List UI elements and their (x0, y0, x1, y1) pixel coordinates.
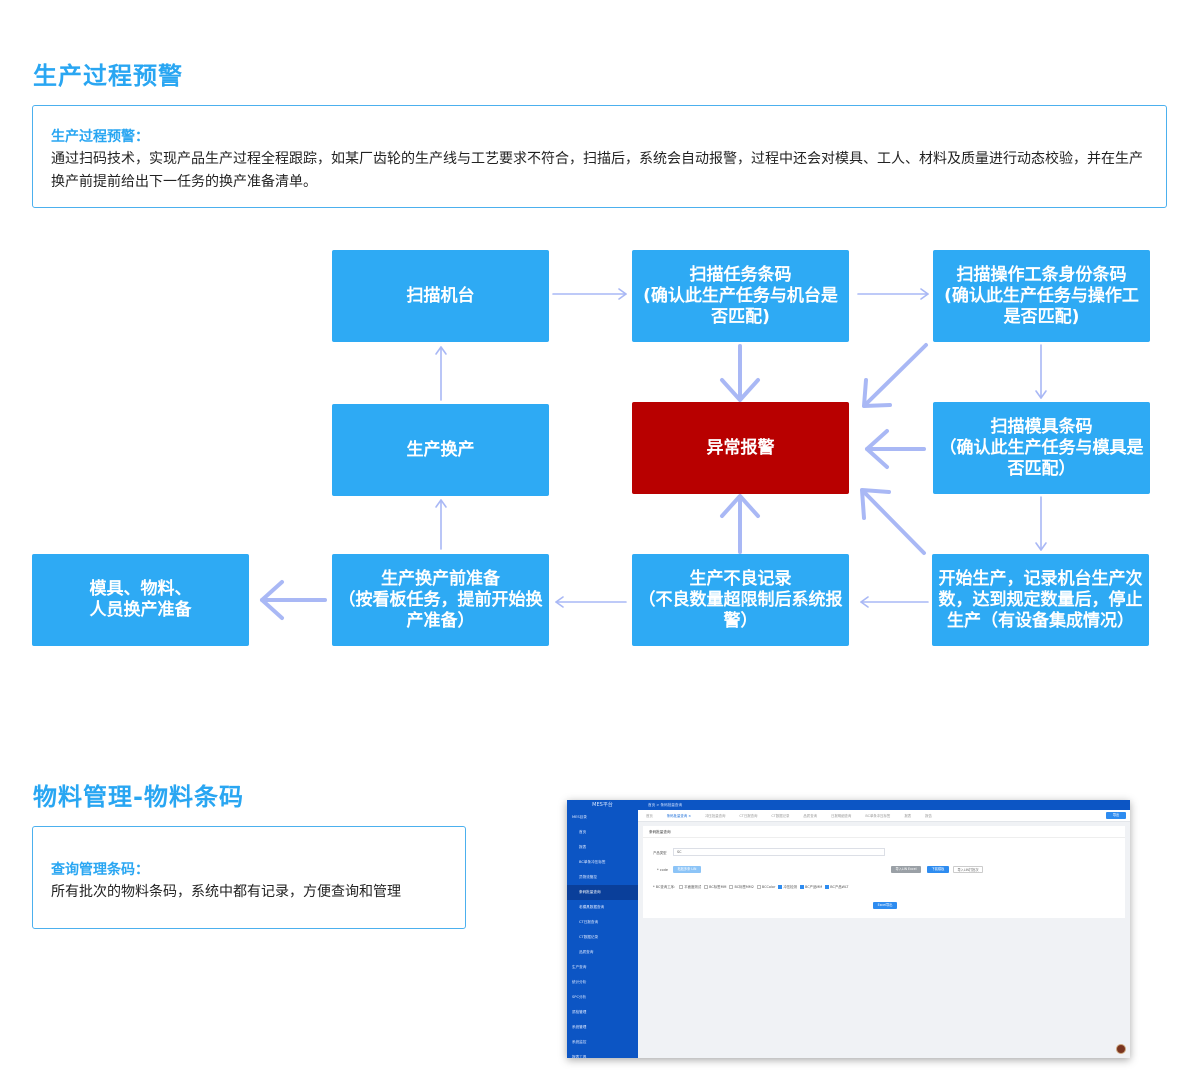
checkbox-icon[interactable] (825, 885, 830, 889)
material-info-heading: 查询管理条码： (51, 862, 149, 878)
checkbox-icon[interactable] (704, 885, 709, 889)
thick-arrows (260, 343, 928, 620)
mes-check-label: BC标签MM2 (734, 885, 754, 889)
mes-sidebar-item[interactable]: 老模具数据查询 (579, 905, 605, 909)
mes-checks-list: 平面度测试 BC标签MM BC标签MM2 BCColor 冲压检测 BC产品MM BC产品W… (676, 885, 848, 889)
mes-check-label: 冲压检测 (783, 885, 797, 889)
mes-paste-lin-button[interactable]: 粘贴多条 LIN (673, 866, 701, 873)
mes-tab[interactable]: 报告 (925, 814, 932, 818)
mes-sidebar-item[interactable]: 品质查询 (579, 950, 594, 954)
mes-tab[interactable]: 条码批量查询 × (666, 814, 692, 818)
mes-panel-title: 条码批量查询 (643, 826, 1125, 838)
node-start-production: 开始生产，记录机台生产次数，达到规定数量后，停止生产（有设备集成情况） (932, 554, 1149, 646)
mes-topbar: 首页 > 条码批量查询 (638, 800, 1130, 810)
mes-sidebar-list: MES目录首页报表 BC单条冲压标签员物流管控条码批量查询老模具数据查询 CT日报查… (567, 810, 638, 1058)
mes-check-option[interactable]: BC标签MM2 (726, 885, 754, 889)
mes-check-label: 平面度测试 (684, 885, 702, 889)
mes-check-option[interactable]: BC标签MM (701, 885, 726, 889)
node-scan-machine: 扫描机台 (332, 250, 549, 342)
mes-checks-label: * BC查询工序: (653, 885, 676, 889)
section-title-material: 物料管理-物料条码 (33, 783, 244, 811)
mes-sidebar-item[interactable]: 生产查询 (572, 965, 587, 969)
material-info-box: 查询管理条码： 所有批次的物料条码，系统中都有记录，方便查询和管理 (32, 826, 466, 929)
mes-export-button[interactable]: 导出 (1106, 812, 1126, 819)
node-alarm: 异常报警 (632, 402, 849, 494)
node-prep: 生产换产前准备 （按看板任务，提前开始换产准备） (332, 554, 549, 646)
checkbox-icon[interactable] (778, 885, 783, 889)
mes-logo: MES平台 (592, 802, 613, 808)
node-changeover: 生产换产 (332, 404, 549, 496)
arrow-start-to-alarm (862, 490, 926, 555)
mes-import-excel-button[interactable]: 导入LIN Excel (891, 866, 921, 873)
mes-download-template-button[interactable]: 下载模板 (927, 866, 949, 873)
mes-checks-row: * BC查询工序: 平面度测试 BC标签MM BC标签MM2 BCColor 冲压检测 B… (653, 884, 848, 889)
warning-info-box: 生产过程预警： 通过扫码技术，实现产品生产过程全程跟踪，如某厂齿轮的生产线与工艺… (32, 105, 1167, 208)
checkbox-icon[interactable] (799, 885, 804, 889)
mes-sidebar: MES平台 MES目录首页报表 BC单条冲压标签员物流管控条码批量查询老模具数据查… (567, 800, 638, 1058)
mes-check-label: BC产品WLT (830, 885, 849, 889)
mes-sidebar-item[interactable]: 报表 (579, 845, 587, 849)
node-mold-material: 模具、物料、 人员换产准备 (32, 554, 249, 646)
mes-tab[interactable]: 报表 (904, 814, 912, 818)
mes-query-panel: 条码批量查询 产品类型 SC * code 粘贴多条 LIN 导入LIN Exc… (643, 826, 1125, 918)
mes-check-option[interactable]: BCColor (754, 885, 776, 889)
mes-check-label: BC标签MM (709, 885, 727, 889)
mes-sidebar-item[interactable]: 首页 (579, 830, 587, 834)
flow-arrows (260, 288, 1047, 620)
mes-sidebar-item[interactable]: 质检管理 (572, 1010, 587, 1014)
mes-tab[interactable]: 日报明细查询 (830, 814, 852, 818)
mes-sidebar-item[interactable]: 系统监控 (572, 1040, 587, 1044)
mes-check-label: BCColor (761, 885, 776, 889)
mes-tab[interactable]: 首页 (646, 814, 653, 818)
mes-check-option[interactable]: 冲压检测 (775, 885, 797, 889)
mes-sidebar-item[interactable]: CT数据记录 (579, 935, 599, 939)
node-scan-worker: 扫描操作工条身份条码 (确认此生产任务与操作工是否匹配) (933, 250, 1150, 342)
mes-sidebar-item[interactable]: SPC分析 (572, 995, 587, 999)
mes-check-option[interactable]: BC产品WLT (822, 885, 848, 889)
node-defect: 生产不良记录 （不良数量超限制后系统报警） (632, 554, 849, 646)
thin-arrows (435, 288, 1047, 608)
node-scan-task: 扫描任务条码 (确认此生产任务与机台是否匹配) (632, 250, 849, 342)
checkbox-icon[interactable] (756, 885, 761, 889)
mes-tab[interactable]: CT日报查询 (739, 814, 758, 818)
material-info-text: 所有批次的物料条码，系统中都有记录，方便查询和管理 (51, 884, 401, 900)
mes-sidebar-item[interactable]: CT日报查询 (579, 920, 599, 924)
mes-tab-bar: 首页 条码批量查询 × 冲压批量查询 CT日报查询 CT数据记录 品质查询 日报明细查询 BC… (638, 810, 1130, 822)
mes-tab[interactable]: 冲压批量查询 (705, 814, 726, 818)
mes-product-label: 产品类型 (653, 851, 667, 855)
warning-info-heading: 生产过程预警： (51, 129, 149, 145)
mes-check-option[interactable]: 平面度测试 (676, 885, 701, 889)
mes-tab[interactable]: BC单条冲压标签 (865, 814, 891, 818)
mes-check-label: BC产品MM (804, 885, 823, 889)
section-title-warning: 生产过程预警 (33, 62, 183, 90)
mes-code-label: * code (657, 868, 668, 872)
node-scan-mold: 扫描模具条码 （确认此生产任务与模具是否匹配） (933, 402, 1150, 494)
arrow-worker-to-alarm (864, 343, 928, 406)
mes-sidebar-item[interactable]: MES目录 (572, 815, 587, 819)
mes-product-select[interactable]: SC (673, 848, 885, 856)
checkbox-icon[interactable] (729, 885, 734, 889)
mes-search-button[interactable]: Excel导出 (873, 902, 897, 909)
mes-sidebar-item[interactable]: 系统管理 (572, 1025, 587, 1029)
mes-sidebar-item[interactable]: 条码批量查询 (567, 885, 638, 900)
mes-tab[interactable]: CT数据记录 (771, 814, 790, 818)
warning-info-text: 通过扫码技术，实现产品生产过程全程跟踪，如某厂齿轮的生产线与工艺要求不符合，扫描… (51, 151, 1143, 190)
mes-import-batch-button[interactable]: 导入LIN打批次 (953, 866, 983, 873)
mes-tab[interactable]: 品质查询 (803, 814, 817, 818)
mes-avatar[interactable] (1116, 1044, 1126, 1054)
mes-check-option[interactable]: BC产品MM (797, 885, 822, 889)
mes-sidebar-item[interactable]: 员物流管控 (579, 875, 597, 879)
mes-sidebar-item[interactable]: BC单条冲压标签 (579, 860, 606, 864)
checkbox-icon[interactable] (679, 885, 684, 889)
mes-sidebar-item[interactable]: 报表工具 (572, 1055, 587, 1058)
mes-sidebar-item[interactable]: 统计分析 (572, 980, 587, 984)
